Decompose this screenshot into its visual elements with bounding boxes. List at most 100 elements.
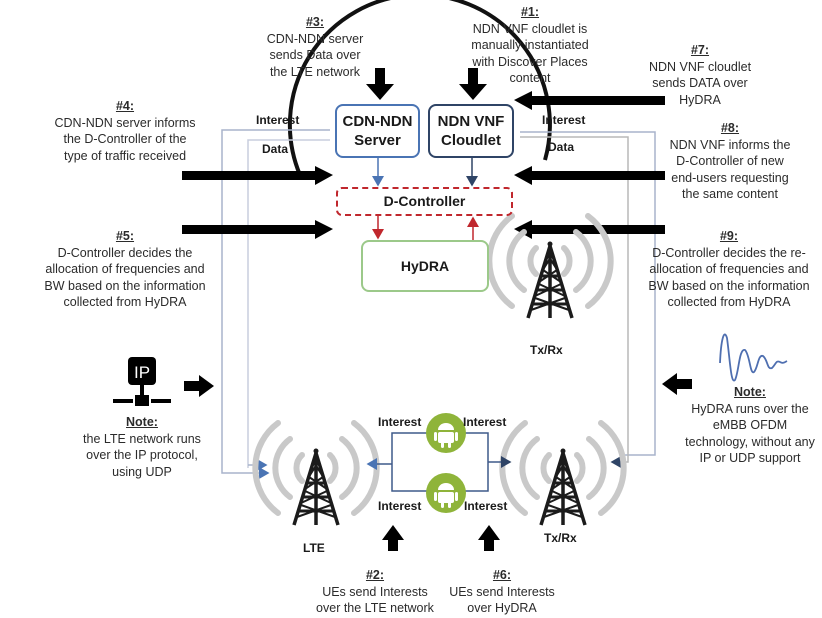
data-link-right <box>520 136 629 468</box>
interest-label-left: Interest <box>256 113 300 127</box>
step-9-annotation: #9: D-Controller decides the re- allocat… <box>636 228 822 311</box>
arrow-step4 <box>182 166 333 185</box>
arrow-hydra-note <box>662 373 692 395</box>
android-ue-icon-bottom <box>426 473 466 513</box>
step-3-annotation: #3: CDN-NDN server sends Data over the L… <box>240 14 390 80</box>
data-label-right: Data <box>548 140 575 154</box>
step-8-line: NDN VNF informs the <box>669 137 791 152</box>
arrow-step8 <box>514 166 665 185</box>
step-9-line: BW based on the information <box>648 278 810 293</box>
step-5-line: BW based on the information <box>44 278 206 293</box>
step-1-heading: #1: <box>520 5 540 19</box>
ue-interest-label-top-right: Interest <box>463 415 507 429</box>
interest-link-left <box>221 129 330 479</box>
step-7-annotation: #7: NDN VNF cloudlet sends DATA over HyD… <box>630 42 770 108</box>
ip-note-line: using UDP <box>112 464 172 479</box>
step-4-annotation: #4: CDN-NDN server informs the D-Control… <box>40 98 210 164</box>
step-9-heading: #9: <box>719 229 739 243</box>
step-1-annotation: #1: NDN VNF cloudlet is manually instant… <box>455 4 605 87</box>
antenna-tower-lte <box>255 423 376 527</box>
step-8-line: D-Controller of new <box>676 154 784 168</box>
arrow-step2 <box>382 525 404 551</box>
tower-label-txrx-bottom: Tx/Rx <box>544 531 577 545</box>
step-1-line: with Discover Places <box>472 54 588 69</box>
ofdm-wave-icon <box>719 333 788 382</box>
hydra-note-line: HyDRA runs over the <box>691 401 809 416</box>
ip-note-line: the LTE network runs <box>83 431 201 446</box>
step-8-line: end-users requesting <box>671 170 789 185</box>
ip-note-heading: Note: <box>126 415 158 429</box>
d-controller-box: D-Controller <box>336 187 513 216</box>
interest-link-right <box>520 131 656 456</box>
vnf-box-line2: Cloudlet <box>440 132 501 149</box>
step-7-heading: #7: <box>690 43 710 57</box>
step-8-heading: #8: <box>720 121 740 135</box>
arrow-step5 <box>182 220 333 239</box>
arrow-step6 <box>478 525 500 551</box>
step-1-line: content <box>509 71 551 85</box>
step-9-line: D-Controller decides the re- <box>652 245 806 260</box>
data-label-left: Data <box>262 142 289 156</box>
step-7-line: HyDRA <box>679 92 721 107</box>
ue-interest-label-top-left: Interest <box>378 415 422 429</box>
hydra-box: HyDRA <box>361 240 489 292</box>
step-4-line: CDN-NDN server informs <box>54 115 196 130</box>
step-4-line: type of traffic received <box>63 148 187 163</box>
step-2-heading: #2: <box>365 568 385 582</box>
step-9-line: allocation of frequencies and <box>649 262 809 276</box>
cloud-boundary-circle <box>287 0 552 176</box>
vnf-box-line1: NDN VNF <box>437 113 505 130</box>
arrow-step7 <box>514 91 665 110</box>
hydra-note-line: IP or UDP support <box>699 451 801 465</box>
step-6-line: UEs send Interests <box>449 584 555 599</box>
hydra-note-heading: Note: <box>734 385 766 399</box>
antenna-tower-txrx-bottom <box>502 423 623 527</box>
step-4-line: the D-Controller of the <box>63 132 187 146</box>
step-1-line: NDN VNF cloudlet is <box>472 21 588 36</box>
ue-interest-label-bottom-left: Interest <box>378 499 422 513</box>
step-5-annotation: #5: D-Controller decides the allocation … <box>35 228 215 311</box>
step-7-line: NDN VNF cloudlet <box>648 59 752 74</box>
arrow-step1 <box>459 68 487 100</box>
ue-link-left <box>370 432 434 492</box>
step-5-line: collected from HyDRA <box>63 295 187 309</box>
step-3-line: CDN-NDN server <box>266 31 364 46</box>
step-2-annotation: #2: UEs send Interests over the LTE netw… <box>300 567 450 617</box>
interest-label-right: Interest <box>542 113 586 127</box>
data-link-left <box>247 139 330 468</box>
step-5-line: allocation of frequencies and <box>45 262 205 276</box>
step-2-line: over the LTE network <box>316 601 434 615</box>
cdn-ndn-server-box: CDN-NDN Server <box>335 104 420 158</box>
arrow-step3 <box>366 68 394 100</box>
step-3-line: the LTE network <box>269 64 361 79</box>
step-3-heading: #3: <box>305 15 325 29</box>
ip-note-line: over the IP protocol, <box>86 448 198 462</box>
step-4-heading: #4: <box>115 99 135 113</box>
step-5-heading: #5: <box>115 229 135 243</box>
step-6-annotation: #6: UEs send Interests over HyDRA <box>432 567 572 617</box>
step-6-line: over HyDRA <box>467 601 537 615</box>
step-3-line: sends Data over <box>269 48 361 62</box>
step-7-line: sends DATA over <box>652 76 748 90</box>
ue-interest-label-bottom-right: Interest <box>464 499 508 513</box>
step-5-line: D-Controller decides the <box>57 245 193 260</box>
ip-icon-text: IP <box>134 363 150 382</box>
tower-label-lte: LTE <box>303 541 325 555</box>
step-1-line: manually instantiated <box>471 38 589 52</box>
step-8-annotation: #8: NDN VNF informs the D-Controller of … <box>655 120 805 203</box>
ndn-vnf-cloudlet-box: NDN VNF Cloudlet <box>428 104 514 158</box>
hydra-note-line: eMBB OFDM <box>712 418 788 432</box>
cdn-box-line2: Server <box>354 132 401 149</box>
ip-network-icon: IP <box>113 357 171 406</box>
android-ue-icon-top <box>426 413 466 453</box>
step-6-heading: #6: <box>492 568 512 582</box>
hydra-note: Note: HyDRA runs over the eMBB OFDM tech… <box>680 384 820 467</box>
ip-note: Note: the LTE network runs over the IP p… <box>62 414 222 480</box>
tower-label-txrx-top: Tx/Rx <box>530 343 563 357</box>
step-2-line: UEs send Interests <box>322 584 428 599</box>
arrow-ip-note <box>184 375 214 397</box>
cdn-box-line1: CDN-NDN <box>342 113 413 130</box>
hydra-note-line: technology, without any <box>685 434 815 449</box>
step-9-line: collected from HyDRA <box>667 295 791 309</box>
